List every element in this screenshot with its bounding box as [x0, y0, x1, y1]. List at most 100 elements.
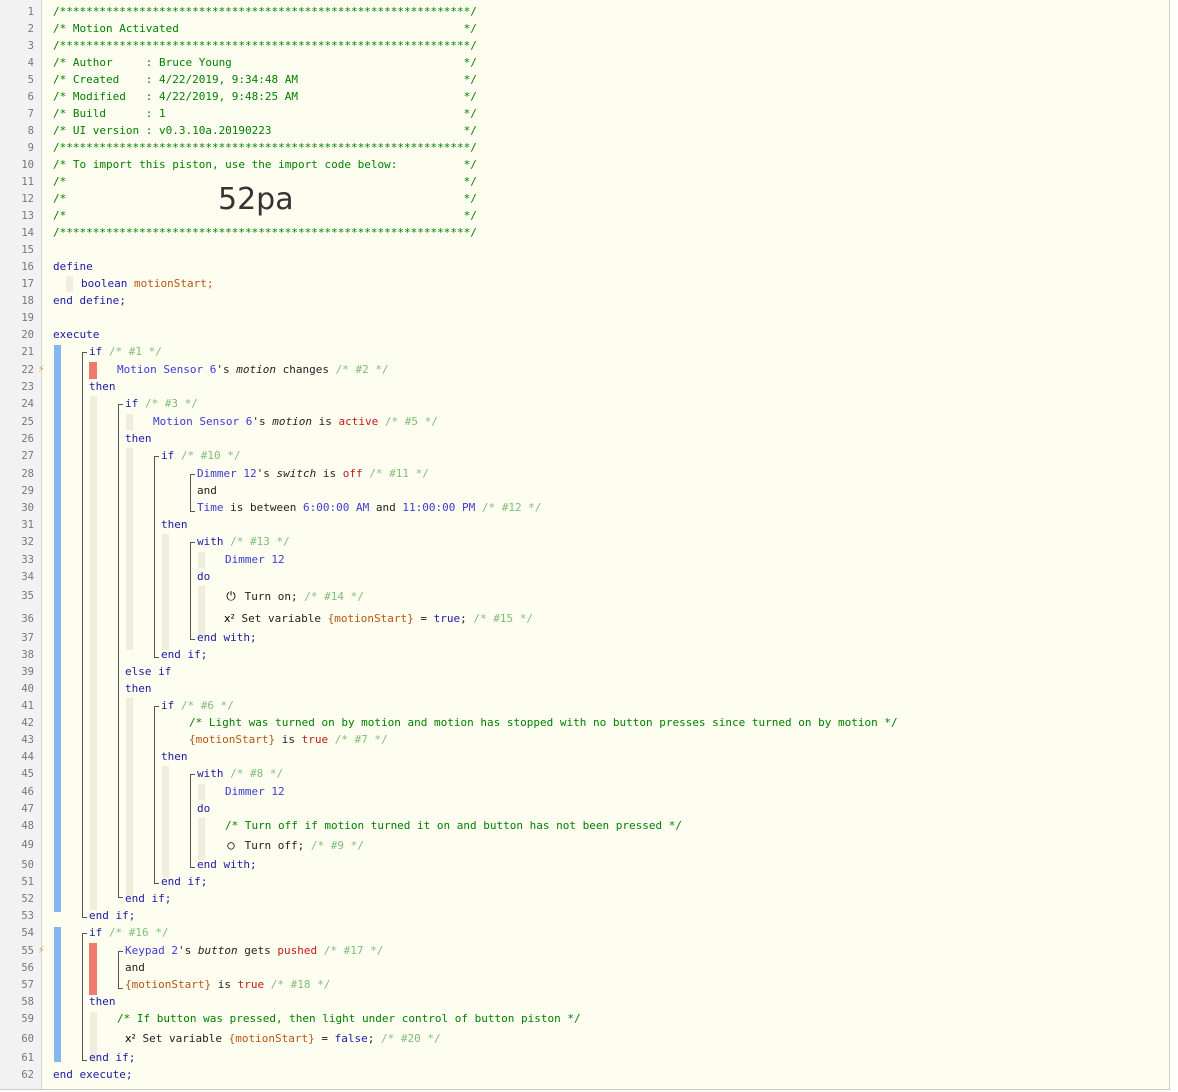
- value: false: [334, 1032, 368, 1045]
- comparison: is: [211, 978, 238, 991]
- statement-id: /* #12 */: [481, 501, 542, 514]
- condition-motionstart-true[interactable]: {motionStart} is true /* #7 */: [189, 733, 388, 746]
- action-turn-on[interactable]: ⏻ Turn on; /* #14 */: [224, 589, 364, 604]
- line-number: 62: [21, 1069, 34, 1081]
- then-indent-bar-6: [90, 1012, 97, 1062]
- variable-name: {motionStart}: [228, 1032, 315, 1045]
- header-line: /***************************************…: [53, 5, 477, 18]
- line-number: 52: [21, 893, 34, 905]
- action-set-variable-false[interactable]: x² Set variable {motionStart} = false; /…: [125, 1032, 441, 1045]
- statement-id: /* #11 */: [369, 467, 429, 480]
- device-name[interactable]: Dimmer 12: [225, 785, 285, 798]
- statement-id: /* #16 */: [108, 926, 169, 939]
- end-execute-keyword: end execute;: [53, 1068, 133, 1081]
- if-statement-16[interactable]: if /* #16 */: [89, 926, 168, 939]
- comparison: gets: [237, 944, 278, 957]
- condition-motion-active[interactable]: Motion Sensor 6's motion is active /* #5…: [153, 415, 438, 428]
- define-keyword: define: [53, 260, 93, 273]
- condition-motion-changes[interactable]: Motion Sensor 6's motion changes /* #2 *…: [117, 363, 389, 376]
- line-number: 17: [21, 278, 34, 290]
- statement-id: /* #10 */: [180, 449, 241, 462]
- with-bracket-2: [190, 774, 195, 868]
- if-statement-1[interactable]: if /* #1 */: [89, 345, 162, 358]
- line-number: 8: [27, 125, 34, 137]
- possessive: 's: [256, 467, 277, 480]
- line-number: 14: [21, 227, 34, 239]
- condition-switch-off[interactable]: Dimmer 12's switch is off /* #11 */: [197, 467, 429, 480]
- header-line: /* Modified : 4/22/2019, 9:48:25 AM */: [53, 90, 477, 103]
- power-off-icon: ○: [227, 838, 235, 852]
- device-name: Time: [197, 501, 224, 514]
- line-number: 44: [21, 751, 34, 763]
- with-statement-8[interactable]: with /* #8 */: [197, 767, 283, 780]
- with-statement-13[interactable]: with /* #13 */: [197, 535, 290, 548]
- header-line: /* To import this piston, use the import…: [53, 158, 477, 171]
- condition-motionstart-true[interactable]: {motionStart} is true /* #18 */: [125, 978, 330, 991]
- header-line: /* Build : 1 */: [53, 107, 477, 120]
- import-code[interactable]: 52pa: [218, 182, 294, 217]
- line-number: 29: [21, 485, 34, 497]
- if-statement-10[interactable]: if /* #10 */: [161, 449, 240, 462]
- else-if-keyword: else if: [125, 665, 172, 678]
- if-statement-6[interactable]: if /* #6 */: [161, 699, 234, 712]
- header-line: /* */: [53, 209, 477, 222]
- with-indent-bar-1: [198, 552, 205, 568]
- trigger-bar-2: [89, 943, 97, 995]
- and-operator: and: [125, 961, 145, 974]
- semicolon: ;: [367, 1032, 375, 1045]
- value: 6:00:00 AM: [302, 501, 370, 514]
- do-keyword: do: [197, 570, 211, 583]
- line-number: 31: [21, 519, 34, 531]
- line-number: 21: [21, 346, 34, 358]
- end-if-keyword: end if;: [161, 875, 208, 888]
- value: true: [433, 612, 461, 625]
- statement-id: /* #9 */: [310, 839, 364, 852]
- line-number: 36: [21, 613, 34, 625]
- line-number: 56: [21, 962, 34, 974]
- line-number: 33: [21, 554, 34, 566]
- if-statement-3[interactable]: if /* #3 */: [125, 397, 198, 410]
- value: active: [338, 415, 379, 428]
- if-keyword: if: [125, 397, 139, 410]
- value: 11:00:00 PM: [402, 501, 476, 514]
- statement-id: /* #6 */: [180, 699, 234, 712]
- and-operator: and: [369, 501, 403, 514]
- value: pushed: [277, 944, 318, 957]
- power-icon: ⏻: [226, 589, 236, 603]
- action-label: Set variable: [142, 1032, 229, 1045]
- header-line: /* */: [53, 175, 477, 188]
- then-keyword: then: [161, 518, 188, 531]
- line-number: 53: [21, 910, 34, 922]
- line-number: 51: [21, 876, 34, 888]
- variable-declaration[interactable]: boolean motionStart;: [81, 277, 213, 290]
- execute-block-bar-1: [54, 345, 61, 912]
- end-define-keyword: end define;: [53, 294, 126, 307]
- statement-id: /* #13 */: [230, 535, 290, 548]
- with-keyword: with: [197, 535, 224, 548]
- condition-time-between[interactable]: Time is between 6:00:00 AM and 11:00:00 …: [197, 501, 541, 514]
- execute-block-bar-2: [54, 927, 61, 1062]
- condition-bracket-2: [118, 951, 123, 989]
- condition-keypad-pushed[interactable]: Keypad 2's button gets pushed /* #17 */: [125, 944, 383, 957]
- action-turn-off[interactable]: ○ Turn off; /* #9 */: [224, 838, 364, 852]
- comment-button: /* If button was pressed, then light und…: [117, 1012, 581, 1025]
- do-indent-bar-1: [198, 586, 205, 636]
- variable-name: motionStart;: [133, 277, 214, 290]
- statement-id: /* #1 */: [108, 345, 162, 358]
- line-number: 60: [21, 1033, 34, 1045]
- action-set-variable-true[interactable]: x² Set variable {motionStart} = true; /*…: [224, 612, 533, 625]
- then-indent-bar-1: [90, 396, 97, 910]
- line-number: 22: [21, 364, 34, 376]
- device-name[interactable]: Dimmer 12: [225, 553, 285, 566]
- line-number: 43: [21, 734, 34, 746]
- possessive: 's: [252, 415, 273, 428]
- lightning-bolt-icon: ⚡: [38, 362, 45, 375]
- value: true: [237, 978, 265, 991]
- line-number: 41: [21, 700, 34, 712]
- end-if-keyword: end if;: [89, 909, 136, 922]
- line-number: 18: [21, 295, 34, 307]
- line-number: 59: [21, 1013, 34, 1025]
- if-keyword: if: [89, 926, 103, 939]
- line-number: 28: [21, 468, 34, 480]
- statement-id: /* #14 */: [304, 590, 364, 603]
